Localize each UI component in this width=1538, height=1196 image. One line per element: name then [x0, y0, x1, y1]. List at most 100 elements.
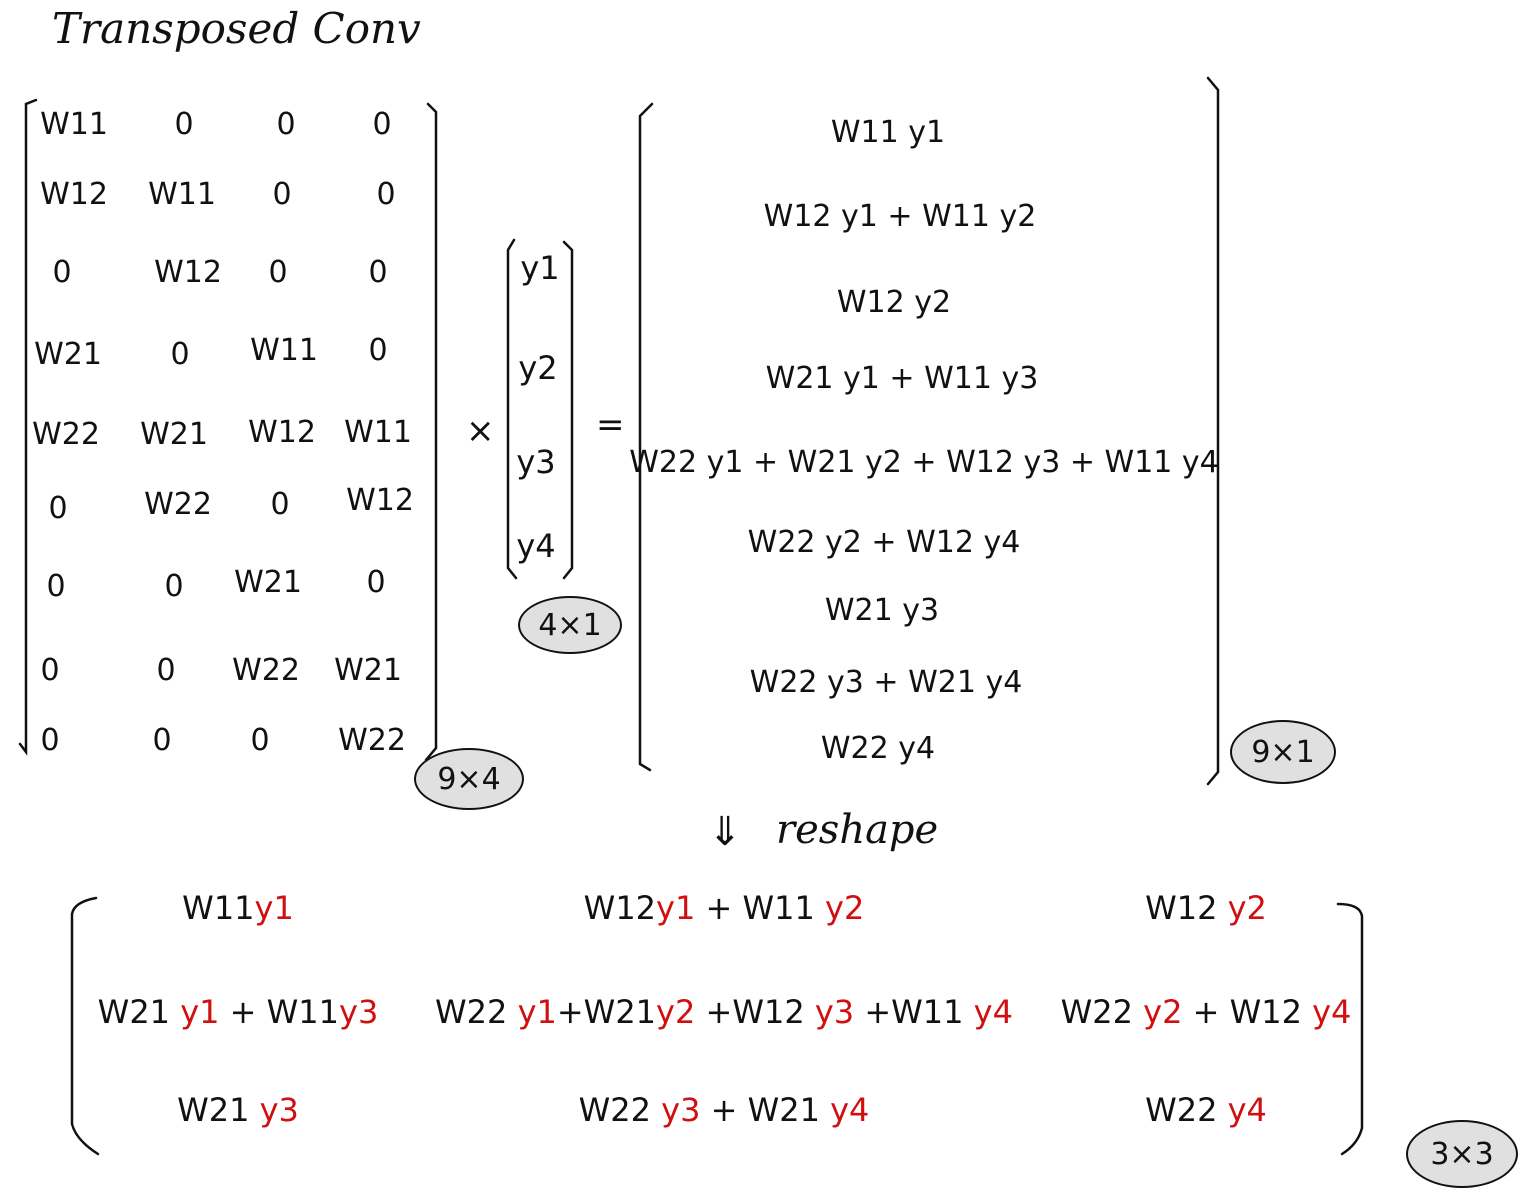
final-cell-w-term: W21: [177, 1091, 260, 1129]
final-cell-w-term: W12: [583, 889, 657, 927]
matrix-w-cell: W21: [140, 417, 208, 452]
final-cell-y-term: y3: [339, 993, 379, 1031]
matrix-w-cell: 0: [372, 107, 392, 142]
matrix-w-cell: 0: [272, 177, 292, 212]
vector-y-item: y1: [520, 249, 560, 287]
final-matrix-cell: W11y1: [182, 892, 294, 924]
final-matrix-cell: W21 y1 + W11y3: [98, 996, 379, 1028]
matrix-w-cell: 0: [40, 653, 60, 688]
result-left-bracket: [638, 102, 654, 772]
final-cell-w-term: + W12: [1182, 993, 1313, 1031]
final-matrix-cell: W21 y3: [177, 1094, 299, 1126]
matrix-w-cell: 0: [368, 333, 388, 368]
matrix-w-cell: 0: [174, 107, 194, 142]
final-cell-w-term: W21: [97, 993, 181, 1031]
final-cell-y-term: y3: [814, 993, 855, 1031]
result-item: W12 y1 + W11 y2: [763, 199, 1037, 234]
final-right-bracket: [1336, 902, 1364, 1156]
final-cell-w-term: W11: [182, 889, 255, 927]
result-item: W22 y3 + W21 y4: [749, 665, 1023, 700]
reshape-label: reshape: [776, 807, 939, 853]
vector-y-item: y3: [516, 443, 556, 481]
final-cell-y-term: y2: [825, 889, 865, 927]
final-cell-y-term: y3: [661, 1091, 701, 1129]
final-cell-y-term: y3: [259, 1091, 299, 1129]
matrix-w-cell: 0: [170, 337, 190, 372]
final-cell-w-term: W12: [1145, 889, 1228, 927]
final-matrix-cell: W22 y2 + W12 y4: [1061, 996, 1352, 1028]
final-cell-y-term: y2: [656, 993, 696, 1031]
final-cell-y-term: y2: [1227, 889, 1267, 927]
final-size-badge: 3×3: [1406, 1120, 1518, 1188]
matrix-w-cell: 0: [46, 569, 66, 604]
final-cell-w-term: + W11: [219, 993, 340, 1031]
final-cell-y-term: y1: [254, 889, 294, 927]
matrix-w-cell: 0: [270, 487, 290, 522]
final-cell-w-term: W22: [1060, 993, 1144, 1031]
matrix-w-cell: W11: [344, 415, 412, 450]
matrix-w-left-bracket: [18, 98, 38, 756]
vector-y-item: y2: [518, 349, 558, 387]
final-matrix-cell: W22 y1+W21y2 +W12 y3 +W11 y4: [435, 996, 1013, 1028]
multiply-operator: ×: [466, 411, 495, 451]
final-cell-y-term: y4: [1312, 993, 1352, 1031]
matrix-w-cell: W22: [232, 653, 300, 688]
final-cell-y-term: y4: [973, 993, 1013, 1031]
final-cell-w-term: W22: [1145, 1091, 1228, 1129]
matrix-w-cell: W12: [248, 415, 316, 450]
vector-y-left-bracket: [506, 238, 518, 580]
result-item: W22 y2 + W12 y4: [747, 525, 1021, 560]
final-cell-w-term: +W21: [556, 993, 657, 1031]
matrix-w-cell: 0: [268, 255, 288, 290]
final-cell-y-term: y1: [656, 889, 696, 927]
final-cell-y-term: y4: [1227, 1091, 1267, 1129]
final-cell-y-term: y1: [517, 993, 557, 1031]
final-cell-w-term: +W12: [695, 993, 815, 1031]
result-item: W21 y3: [824, 593, 940, 628]
result-right-bracket: [1206, 76, 1220, 786]
vector-y-item: y4: [516, 527, 556, 565]
matrix-w-cell: 0: [156, 653, 176, 688]
matrix-w-cell: W21: [334, 653, 402, 688]
matrix-w-cell: 0: [250, 723, 270, 758]
vector-y-right-bracket: [562, 240, 574, 580]
result-size-badge: 9×1: [1230, 720, 1336, 784]
matrix-w-cell: 0: [366, 565, 386, 600]
matrix-w-cell: W21: [234, 565, 302, 600]
matrix-w-cell: 0: [152, 723, 172, 758]
result-item: W21 y1 + W11 y3: [765, 361, 1039, 396]
final-matrix-cell: W22 y3 + W21 y4: [579, 1094, 870, 1126]
matrix-w-cell: W11: [250, 333, 318, 368]
result-item: W12 y2: [836, 285, 952, 320]
final-cell-w-term: + W21: [700, 1091, 831, 1129]
result-item: W22 y4: [820, 731, 936, 766]
page-title: Transposed Conv: [52, 4, 421, 53]
final-cell-w-term: +W11: [854, 993, 974, 1031]
matrix-w-cell: 0: [376, 177, 396, 212]
matrix-w-cell: W22: [338, 723, 406, 758]
final-cell-y-term: y4: [830, 1091, 870, 1129]
down-arrow-icon: ⇓: [708, 809, 742, 855]
final-cell-y-term: y2: [1143, 993, 1183, 1031]
matrix-w-cell: 0: [164, 569, 184, 604]
matrix-w-cell: W22: [32, 417, 100, 452]
matrix-w-cell: W12: [154, 255, 222, 290]
matrix-w-cell: 0: [276, 107, 296, 142]
matrix-w-cell: W21: [34, 337, 102, 372]
matrix-w-cell: 0: [52, 255, 72, 290]
matrix-w-cell: W11: [40, 107, 108, 142]
matrix-w-cell: W12: [346, 483, 414, 518]
final-left-bracket: [70, 896, 100, 1156]
matrix-w-size-label: 9×4: [437, 761, 501, 797]
final-size-label: 3×3: [1430, 1136, 1494, 1172]
matrix-w-cell: 0: [48, 491, 68, 526]
final-cell-w-term: + W11: [695, 889, 826, 927]
matrix-w-cell: W12: [40, 177, 108, 212]
final-matrix-cell: W12y1 + W11 y2: [584, 892, 865, 924]
matrix-w-cell: W11: [148, 177, 216, 212]
result-item: W11 y1: [830, 115, 946, 150]
final-matrix-cell: W12 y2: [1145, 892, 1267, 924]
matrix-w-right-bracket: [424, 102, 438, 762]
